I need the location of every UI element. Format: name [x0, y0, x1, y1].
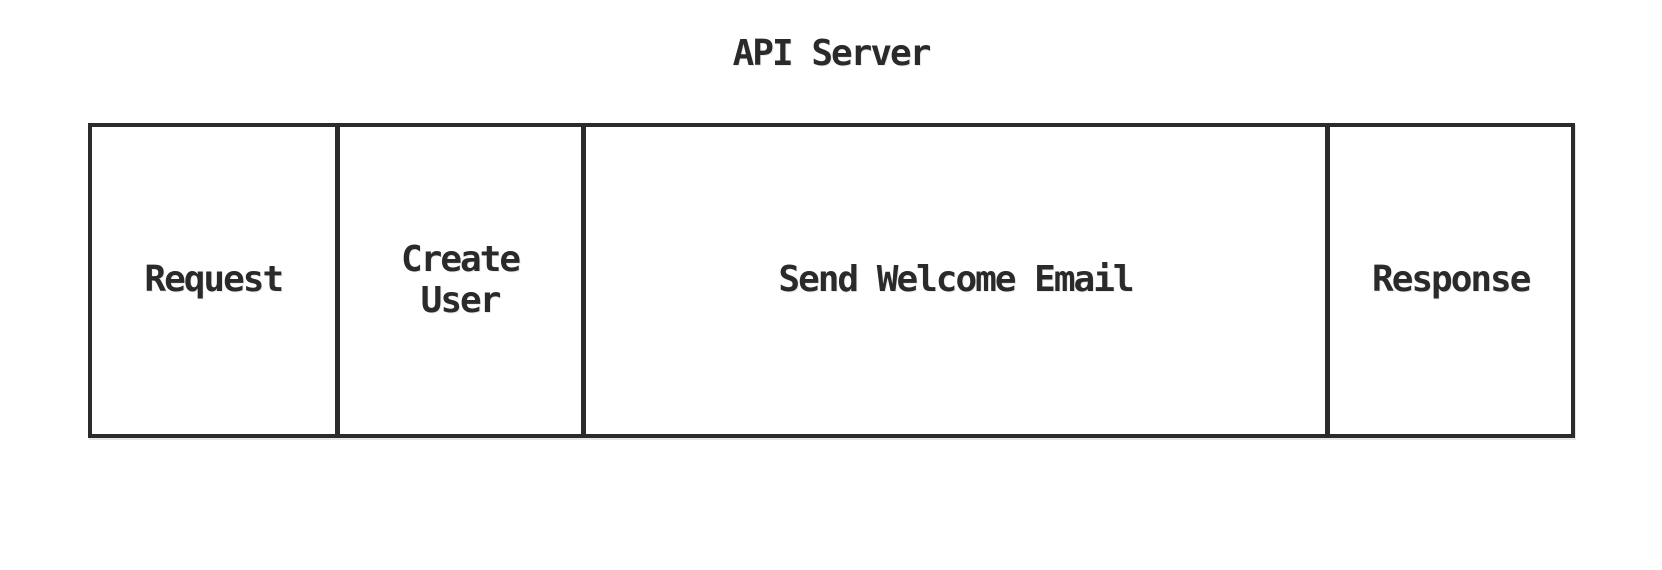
span-create-user: Create User: [334, 127, 581, 434]
span-create-user-label: Create User: [401, 239, 521, 321]
span-response: Response: [1325, 127, 1571, 434]
span-send-welcome-email-label: Send Welcome Email: [778, 259, 1134, 301]
span-request-label: Request: [144, 259, 284, 301]
span-send-welcome-email: Send Welcome Email: [580, 127, 1326, 434]
span-response-label: Response: [1372, 259, 1531, 301]
span-request: Request: [92, 127, 335, 434]
span-row: Request Create User Send Welcome Email R…: [88, 123, 1575, 438]
diagram-title: API Server: [732, 33, 932, 74]
